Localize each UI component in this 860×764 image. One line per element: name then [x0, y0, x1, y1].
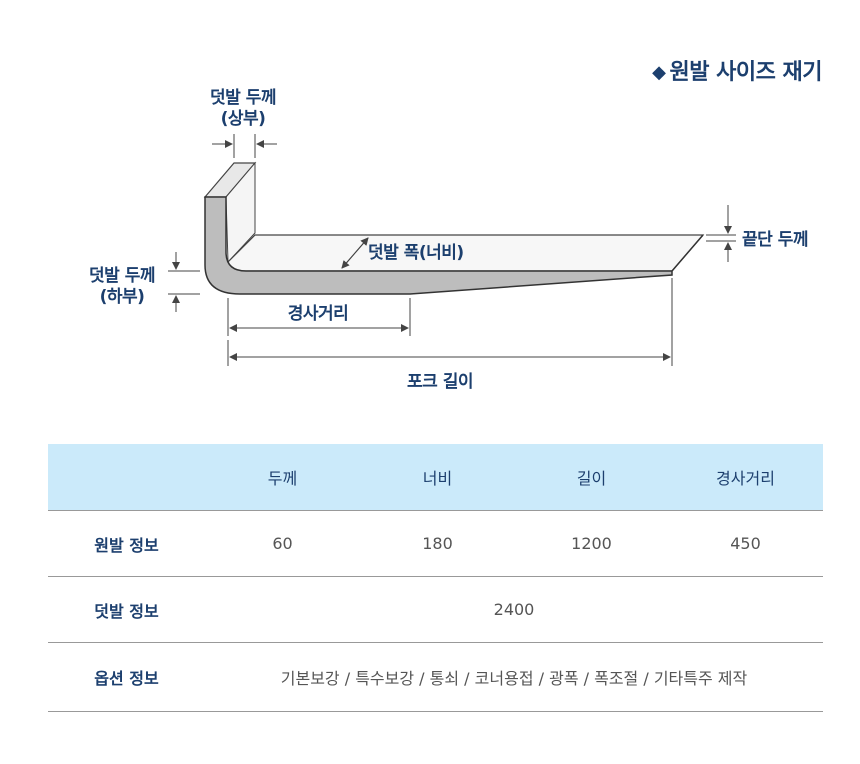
spec-table: 두께 너비 길이 경사거리 원발 정보 60 180 1200 450 덧발 정…	[48, 444, 823, 712]
header-width: 너비	[360, 444, 515, 511]
cell-slope: 450	[668, 510, 823, 577]
width-label: 덧발 폭(너비)	[368, 243, 464, 263]
diamond-icon: ◆	[652, 62, 666, 83]
fork-diagram	[168, 134, 736, 366]
cell-length: 1200	[515, 510, 668, 577]
table-header-row: 두께 너비 길이 경사거리	[48, 444, 823, 511]
row-label: 원발 정보	[48, 510, 205, 577]
table-row: 옵션 정보 기본보강 / 특수보강 / 통쇠 / 코너용접 / 광폭 / 폭조절…	[48, 642, 823, 712]
page-title: ◆원발 사이즈 재기	[652, 60, 822, 85]
cell-merged: 기본보강 / 특수보강 / 통쇠 / 코너용접 / 광폭 / 폭조절 / 기타특…	[205, 642, 823, 712]
table-row: 덧발 정보 2400	[48, 576, 823, 643]
row-label: 덧발 정보	[48, 576, 205, 643]
row-label: 옵션 정보	[48, 642, 205, 712]
header-empty	[48, 444, 205, 511]
header-length: 길이	[515, 444, 668, 511]
slope-distance-label: 경사거리	[287, 304, 349, 324]
tip-thickness-label: 끝단 두께	[742, 230, 808, 250]
header-thickness: 두께	[205, 444, 360, 511]
bottom-thickness-label: 덧발 두께 (하부)	[89, 266, 155, 307]
cell-merged: 2400	[205, 576, 823, 643]
fork-upright-side	[225, 161, 256, 264]
fork-profile	[204, 196, 704, 295]
table-row: 원발 정보 60 180 1200 450	[48, 510, 823, 577]
cell-thickness: 60	[205, 510, 360, 577]
top-thickness-label: 덧발 두께 (상부)	[210, 88, 276, 129]
cell-width: 180	[360, 510, 515, 577]
fork-length-label: 포크 길이	[407, 372, 473, 392]
header-slope: 경사거리	[668, 444, 823, 511]
